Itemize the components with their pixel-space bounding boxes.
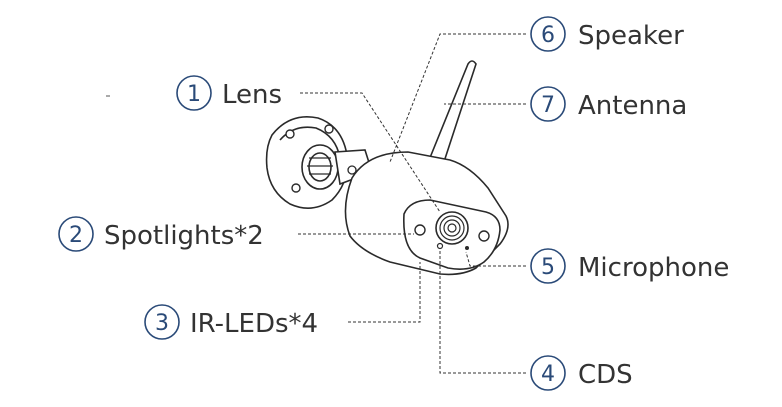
callout-cds: 4 CDS	[530, 355, 633, 391]
callout-number-badge	[530, 355, 566, 391]
antenna	[423, 60, 477, 175]
callout-label: IR-LEDs*4	[190, 309, 318, 339]
microphone-hole	[465, 246, 469, 250]
callout-number: 3	[155, 311, 169, 336]
leader-ir-leds	[348, 262, 421, 323]
callout-number: 2	[69, 223, 83, 248]
spotlight-right	[478, 230, 490, 242]
callout-ir-leds: 3 IR-LEDs*4	[144, 304, 318, 340]
cds-sensor	[436, 242, 444, 250]
leader-lines	[298, 33, 526, 374]
callout-number: 1	[187, 82, 201, 107]
callout-number: 4	[541, 362, 555, 387]
camera-body	[344, 151, 509, 276]
callout-number-badge	[530, 16, 566, 52]
leader-lens	[300, 92, 441, 213]
callout-label: Antenna	[578, 91, 687, 121]
callout-number-badge	[530, 248, 566, 284]
callout-label: Speaker	[578, 21, 684, 51]
callout-spotlights: 2 Spotlights*2	[58, 216, 264, 252]
callout-number: 7	[541, 93, 555, 118]
callout-number: 5	[541, 255, 555, 280]
callout-label: Lens	[222, 80, 282, 110]
callout-label: CDS	[578, 360, 633, 390]
callout-number-badge	[176, 75, 212, 111]
callout-number-badge	[530, 86, 566, 122]
spotlight-left	[414, 224, 426, 236]
leader-cds	[439, 250, 526, 374]
callout-antenna: 7 Antenna	[530, 86, 687, 122]
callout-label: Microphone	[578, 253, 729, 283]
callout-lens: 1 Lens	[176, 75, 282, 111]
leader-microphone	[465, 251, 526, 267]
mount-joint	[301, 144, 373, 190]
callout-number: 6	[541, 23, 555, 48]
callout-number-badge	[58, 216, 94, 252]
camera-illustration	[106, 60, 509, 276]
callout-speaker: 6 Speaker	[530, 16, 684, 52]
callout-microphone: 5 Microphone	[530, 248, 729, 284]
lens-rings	[435, 211, 469, 245]
leader-speaker	[389, 33, 526, 163]
callout-label: Spotlights*2	[104, 221, 264, 251]
callout-number-badge	[144, 304, 180, 340]
